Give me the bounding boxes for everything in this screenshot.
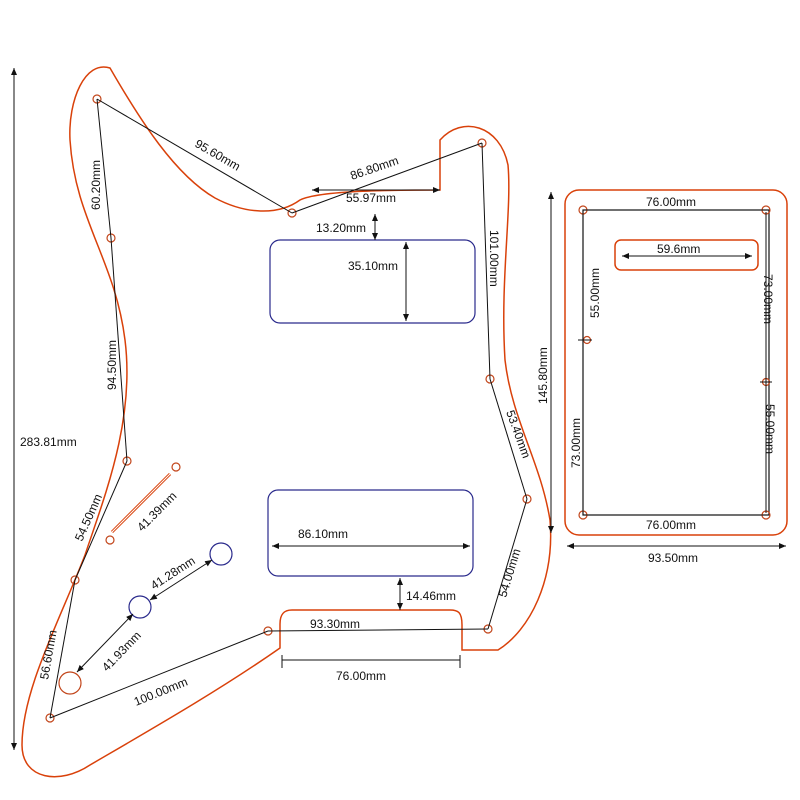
label-gap-top: 13.20mm	[316, 221, 366, 235]
hole	[105, 535, 115, 545]
label-knob-spacing-1: 41.28mm	[148, 554, 198, 593]
label-bottom-cutout: 93.30mm	[310, 617, 360, 631]
dim-bottom-cutout	[267, 628, 489, 632]
dim-bottom-diag	[49, 630, 269, 719]
label-backplate-width: 93.50mm	[648, 551, 698, 565]
label-right-upper: 101.00mm	[487, 230, 501, 287]
label-bottom-diag: 100.00mm	[132, 675, 190, 709]
backplate-slot	[614, 239, 759, 271]
label-left-mid: 94.50mm	[105, 340, 119, 390]
hole	[70, 575, 80, 585]
label-backplate-left-lower: 73.00mm	[569, 418, 583, 468]
back-plate: 145.80mm 93.50mm 76.00mm 76.00mm 59.6mm …	[536, 189, 788, 565]
label-neck-pickup-h: 35.10mm	[348, 259, 398, 273]
label-backplate-bottom: 76.00mm	[646, 518, 696, 532]
label-switch-slot: 41.39mm	[134, 489, 179, 534]
label-right-lower: 54.00mm	[495, 547, 523, 599]
label-backplate-height: 145.80mm	[536, 347, 550, 404]
dimension-labels: 283.81mm 95.60mm 86.80mm 55.97mm 13.20mm…	[20, 136, 533, 708]
jack-hole	[58, 671, 82, 695]
knob-hole	[209, 542, 233, 566]
label-knob-spacing-2: 41.93mm	[99, 628, 144, 674]
hole	[287, 208, 297, 218]
dim-left-lower	[74, 460, 128, 581]
label-overall-height: 283.81mm	[20, 435, 77, 449]
label-backplate-left-upper: 55.00mm	[588, 268, 602, 318]
label-left-bottom: 56.60mm	[37, 629, 59, 681]
dim-top-left-diag	[96, 98, 293, 214]
label-backplate-right-upper: 73.00mm	[761, 274, 775, 324]
hole	[45, 713, 55, 723]
label-backplate-right-lower: 55.00mm	[763, 404, 777, 454]
bridge-pickup-route	[267, 489, 474, 577]
knob-hole	[128, 595, 152, 619]
dimension-lines	[11, 68, 528, 750]
hole	[522, 494, 532, 504]
neck-pickup-route	[269, 239, 476, 324]
label-gap-bottom: 14.46mm	[406, 589, 456, 603]
label-left-lower: 54.50mm	[72, 492, 105, 543]
dim-left-mid	[110, 237, 128, 462]
label-bridge-pickup-w: 86.10mm	[298, 527, 348, 541]
label-right-mid: 53.40mm	[503, 408, 533, 460]
dim-left-bottom	[49, 579, 76, 719]
label-top-horn: 86.80mm	[348, 153, 400, 183]
dim-left-upper	[96, 98, 112, 239]
label-horn-inner: 55.97mm	[346, 191, 396, 205]
dim-right-lower	[487, 498, 528, 630]
dim-knob-spacing-1	[149, 559, 213, 601]
label-backplate-top: 76.00mm	[646, 195, 696, 209]
label-backplate-slot: 59.6mm	[657, 242, 700, 256]
dim-knob-spacing-2	[76, 613, 134, 673]
hole	[171, 462, 181, 472]
dim-right-upper	[481, 142, 491, 380]
dim-right-mid	[489, 378, 528, 500]
dim-top-horn	[291, 142, 483, 214]
label-bottom-span: 76.00mm	[336, 669, 386, 683]
backplate-outer	[564, 189, 788, 536]
mounting-holes	[45, 94, 532, 723]
label-left-upper: 60.20mm	[89, 160, 103, 210]
label-top-left-diag: 95.60mm	[193, 136, 243, 173]
